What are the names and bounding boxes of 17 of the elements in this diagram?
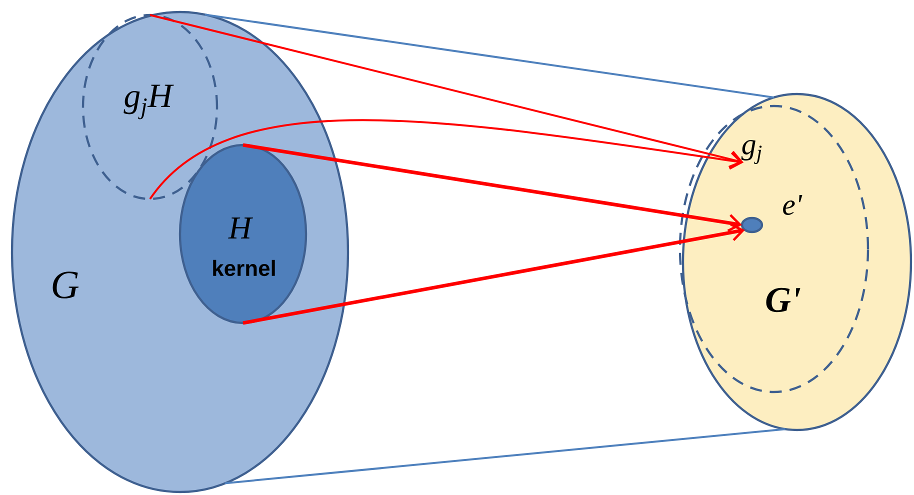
image-ellipse: [682, 92, 912, 432]
projection-line: [224, 428, 786, 484]
coset-circle: [82, 14, 218, 200]
image-label: G': [766, 288, 800, 312]
arrow: [150, 14, 744, 168]
kernel-label: H kernel: [213, 218, 275, 276]
identity-label: e': [783, 195, 802, 215]
group-label: G: [52, 272, 79, 298]
arrow: [242, 143, 742, 232]
coset-label: g$_{j}$H: [124, 84, 174, 120]
image-subset-ellipse: [678, 104, 870, 394]
arrow: [149, 119, 744, 200]
kernel-ellipse: [178, 144, 308, 324]
arrow: [242, 223, 745, 325]
element-label: g$_{j}$: [741, 140, 762, 164]
projection-line: [204, 14, 774, 98]
identity-dot: [740, 216, 764, 234]
